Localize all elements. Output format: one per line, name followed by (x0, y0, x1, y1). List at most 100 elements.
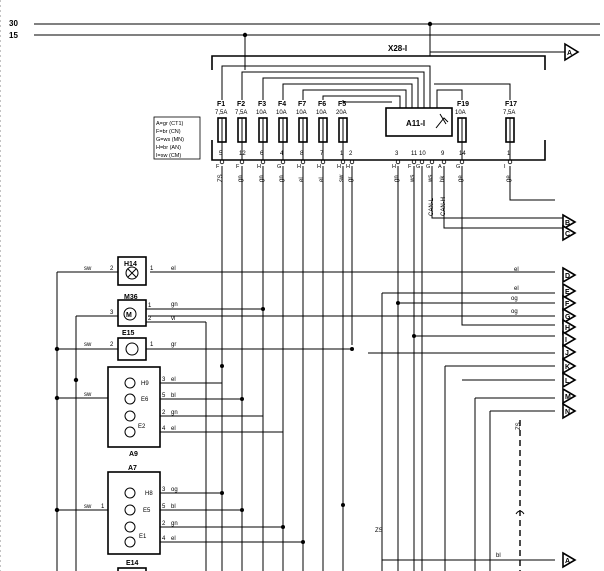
connector-letter: H (297, 164, 301, 170)
pin-number: 6 (260, 151, 264, 157)
connector-b: B (562, 213, 577, 231)
connector-letter: A (438, 164, 442, 170)
connector-letter: G (416, 164, 420, 170)
fuse-name: F6 (318, 101, 326, 108)
wire-color-label: gr (171, 342, 176, 348)
connector-c: C (562, 224, 577, 242)
pin-label: 4 (162, 426, 166, 432)
wire-color-label: bk (440, 175, 446, 182)
fuse-rating: 20A (336, 110, 347, 116)
wire-color-label: gn (279, 175, 285, 182)
component-a7: sw 1 A7 H8 E5 E1 3 5 2 4 og bl gn el (57, 465, 303, 555)
connector-label: E (565, 289, 570, 296)
connector-h: H (562, 318, 577, 336)
pin-number: 2 (349, 151, 353, 157)
connector-label: A (565, 558, 570, 565)
pin-label: 5 (162, 393, 166, 399)
connector-letter: G (456, 164, 460, 170)
connector-letter: H (346, 164, 350, 170)
connector-j: J (562, 343, 577, 361)
part-label: E5 (143, 508, 151, 514)
wire-color-label: ws (428, 175, 434, 183)
wire-color-label: og (511, 309, 518, 315)
wire-color-label: ws (410, 175, 416, 183)
rail-30: 30 (9, 19, 600, 28)
fuse-rating: 10A (316, 110, 327, 116)
fuse-name: F17 (505, 101, 517, 108)
wire-color-label: og (171, 487, 178, 493)
fuse-name: F1 (217, 101, 225, 108)
legend-line: I=sw (CM) (156, 153, 181, 159)
fuse-name: F5 (338, 101, 346, 108)
wire-color-label: el (514, 286, 519, 292)
wire-color-label: ZS (375, 528, 383, 534)
fuse-rating: 10A (455, 110, 466, 116)
fuse-rating: 7,5A (215, 110, 227, 116)
component-a9: sw A9 H9 E6 E2 3 5 2 4 el bl gn el (57, 366, 283, 458)
connector-letter: H (317, 164, 321, 170)
connector-label: L (565, 378, 570, 385)
connector-f: F (562, 294, 577, 312)
can-l-label: CAN-L (429, 197, 435, 216)
wire-color-label: el (299, 177, 305, 182)
fuse-legend: A=gr (CT1) F=br (CN) G=ws (MN) H=br (AN)… (153, 116, 201, 160)
pin-label: 3 (162, 377, 166, 383)
connector-l: L (562, 371, 577, 389)
pin-number: 9 (441, 151, 445, 157)
component-h14: sw 2 H14 1 el (57, 256, 176, 286)
fuse-name: F19 (457, 101, 469, 108)
pin-label: 5 (162, 504, 166, 510)
fuse-f1: F1 7,5A (215, 101, 227, 160)
component-e15: sw 2 E15 1 gr (57, 330, 352, 361)
connector-label: H (565, 325, 570, 332)
pin-number: 11 (411, 151, 418, 157)
connector-letter: G (277, 164, 281, 170)
wire-color-label: bl (171, 393, 176, 399)
wire-color-label: gn (238, 175, 244, 182)
connector-label: N (565, 409, 570, 416)
rail-30-label: 30 (9, 19, 18, 28)
pin-label: 1 (150, 342, 154, 348)
part-label: H8 (145, 491, 153, 497)
wire-color-label: el (171, 536, 176, 542)
connector-label: M (565, 394, 571, 401)
wire-color-label: og (511, 296, 518, 302)
wire-color-label: el (319, 177, 325, 182)
pin-label: 2 (110, 342, 114, 348)
part-label: H9 (141, 381, 149, 387)
connector-k: K (562, 357, 577, 375)
connector-label: K (565, 364, 570, 371)
connector-letter: H (392, 164, 396, 170)
pin-label: 1 (148, 303, 152, 309)
fuse-box-title: X28-I (388, 44, 407, 53)
wire-color-label: gn (171, 521, 178, 527)
connector-a-top-label: A (567, 50, 572, 57)
wire-color-label: ge (506, 175, 512, 182)
pin-label: 4 (162, 536, 166, 542)
fuse-name: F7 (298, 101, 306, 108)
connector-letter: F (216, 164, 220, 170)
wire-color-label: vi (171, 316, 175, 322)
part-label: E1 (139, 534, 147, 540)
fuse-name: F2 (237, 101, 245, 108)
wire-color-label: ZS (516, 422, 522, 430)
connector-letter: F (236, 164, 240, 170)
pin-number: 14 (459, 151, 466, 157)
connector-i: I (562, 330, 577, 348)
fuse-rating: 7,5A (503, 110, 515, 116)
pin-number: 1 (340, 151, 344, 157)
pin-number: 4 (280, 151, 284, 157)
wire-color-label: el (171, 377, 176, 383)
connector-label: G (565, 314, 571, 321)
legend-line: H=br (AN) (156, 145, 181, 151)
connector-d: D (562, 266, 577, 284)
fuse-rating: 7,5A (235, 110, 247, 116)
fuse-name: F3 (258, 101, 266, 108)
relay-label: A11-I (406, 119, 425, 128)
part-label: E2 (138, 424, 146, 430)
can-h-label: CAN-H (441, 197, 447, 216)
pin-number: 3 (395, 151, 399, 157)
